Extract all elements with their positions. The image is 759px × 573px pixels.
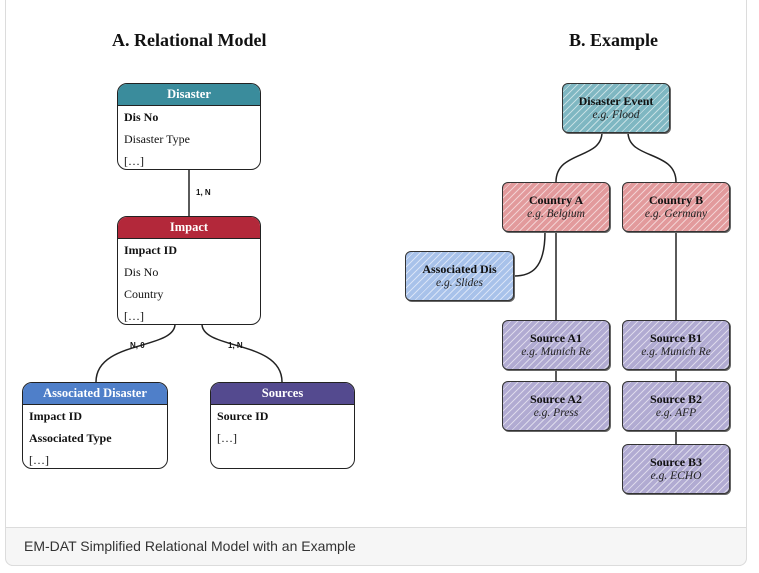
panel-title-example: B. Example bbox=[569, 30, 659, 50]
figure-caption: EM-DAT Simplified Relational Model with … bbox=[24, 538, 356, 554]
card-country-b-title: Country B bbox=[648, 193, 704, 207]
entity-sources: Sources Source ID […] bbox=[210, 382, 355, 469]
entity-sources-field: Source ID bbox=[217, 409, 269, 423]
card-source-a2-sub: e.g. Press bbox=[533, 407, 579, 419]
entity-disaster-header: Disaster bbox=[118, 84, 260, 106]
cardinality-impact-sources: 1, N bbox=[228, 341, 243, 350]
card-source-b3-sub: e.g. ECHO bbox=[650, 470, 702, 482]
card-source-a1: Source A1 e.g. Munich Re bbox=[502, 320, 610, 370]
entity-associated-disaster: Associated Disaster Impact ID Associated… bbox=[22, 382, 168, 469]
entity-associated-header: Associated Disaster bbox=[23, 383, 167, 405]
entity-disaster: Disaster Dis No Disaster Type […] bbox=[117, 83, 261, 170]
card-disaster-event-sub: e.g. Flood bbox=[592, 109, 640, 121]
card-country-a: Country A e.g. Belgium bbox=[502, 182, 610, 232]
card-source-b2-sub: e.g. AFP bbox=[655, 407, 697, 419]
card-source-a1-sub: e.g. Munich Re bbox=[521, 346, 591, 358]
card-associated-dis-title: Associated Dis bbox=[422, 262, 497, 276]
card-source-b1-title: Source B1 bbox=[649, 331, 703, 345]
entity-impact-field: […] bbox=[124, 309, 144, 323]
caption-bar: EM-DAT Simplified Relational Model with … bbox=[5, 527, 747, 566]
card-associated-dis-sub: e.g. Slides bbox=[436, 277, 483, 289]
entity-associated-field: […] bbox=[29, 453, 49, 467]
card-source-a2-title: Source A2 bbox=[529, 392, 583, 406]
entity-impact-field: Dis No bbox=[124, 265, 159, 279]
entity-impact-header: Impact bbox=[118, 217, 260, 239]
entity-associated-field: Impact ID bbox=[29, 409, 82, 423]
card-source-b3-title: Source B3 bbox=[649, 455, 703, 469]
entity-sources-header: Sources bbox=[211, 383, 354, 405]
card-country-b-sub: e.g. Germany bbox=[644, 208, 708, 220]
entity-associated-field: Associated Type bbox=[29, 431, 112, 445]
entity-impact-field: Country bbox=[124, 287, 164, 301]
card-source-b3: Source B3 e.g. ECHO bbox=[622, 444, 730, 494]
line-impact-sources bbox=[201, 323, 283, 383]
entity-disaster-field: Disaster Type bbox=[124, 132, 190, 146]
card-source-b2-title: Source B2 bbox=[649, 392, 703, 406]
entity-disaster-field: […] bbox=[124, 154, 144, 168]
line-event-country-b bbox=[627, 131, 677, 183]
cardinality-disaster-impact: 1, N bbox=[196, 188, 211, 197]
card-country-a-sub: e.g. Belgium bbox=[527, 208, 585, 220]
panel-title-relational-model: A. Relational Model bbox=[112, 30, 267, 50]
card-disaster-event: Disaster Event e.g. Flood bbox=[562, 83, 670, 133]
card-source-a2: Source A2 e.g. Press bbox=[502, 381, 610, 431]
card-source-b1-sub: e.g. Munich Re bbox=[641, 346, 711, 358]
card-country-b: Country B e.g. Germany bbox=[622, 182, 730, 232]
card-disaster-event-title: Disaster Event bbox=[578, 94, 654, 108]
card-source-b1: Source B1 e.g. Munich Re bbox=[622, 320, 730, 370]
card-associated-dis: Associated Dis e.g. Slides bbox=[405, 251, 514, 301]
line-impact-associated bbox=[95, 323, 176, 383]
line-country-a-associated bbox=[513, 231, 546, 277]
line-event-country-a bbox=[555, 131, 603, 183]
entity-sources-field: […] bbox=[217, 431, 237, 445]
entity-disaster-field: Dis No bbox=[124, 110, 159, 124]
entity-impact: Impact Impact ID Dis No Country […] bbox=[117, 216, 261, 325]
entity-impact-field: Impact ID bbox=[124, 243, 177, 257]
card-source-a1-title: Source A1 bbox=[529, 331, 583, 345]
cardinality-impact-associated: N, 0 bbox=[130, 341, 145, 350]
card-source-b2: Source B2 e.g. AFP bbox=[622, 381, 730, 431]
card-country-a-title: Country A bbox=[528, 193, 584, 207]
